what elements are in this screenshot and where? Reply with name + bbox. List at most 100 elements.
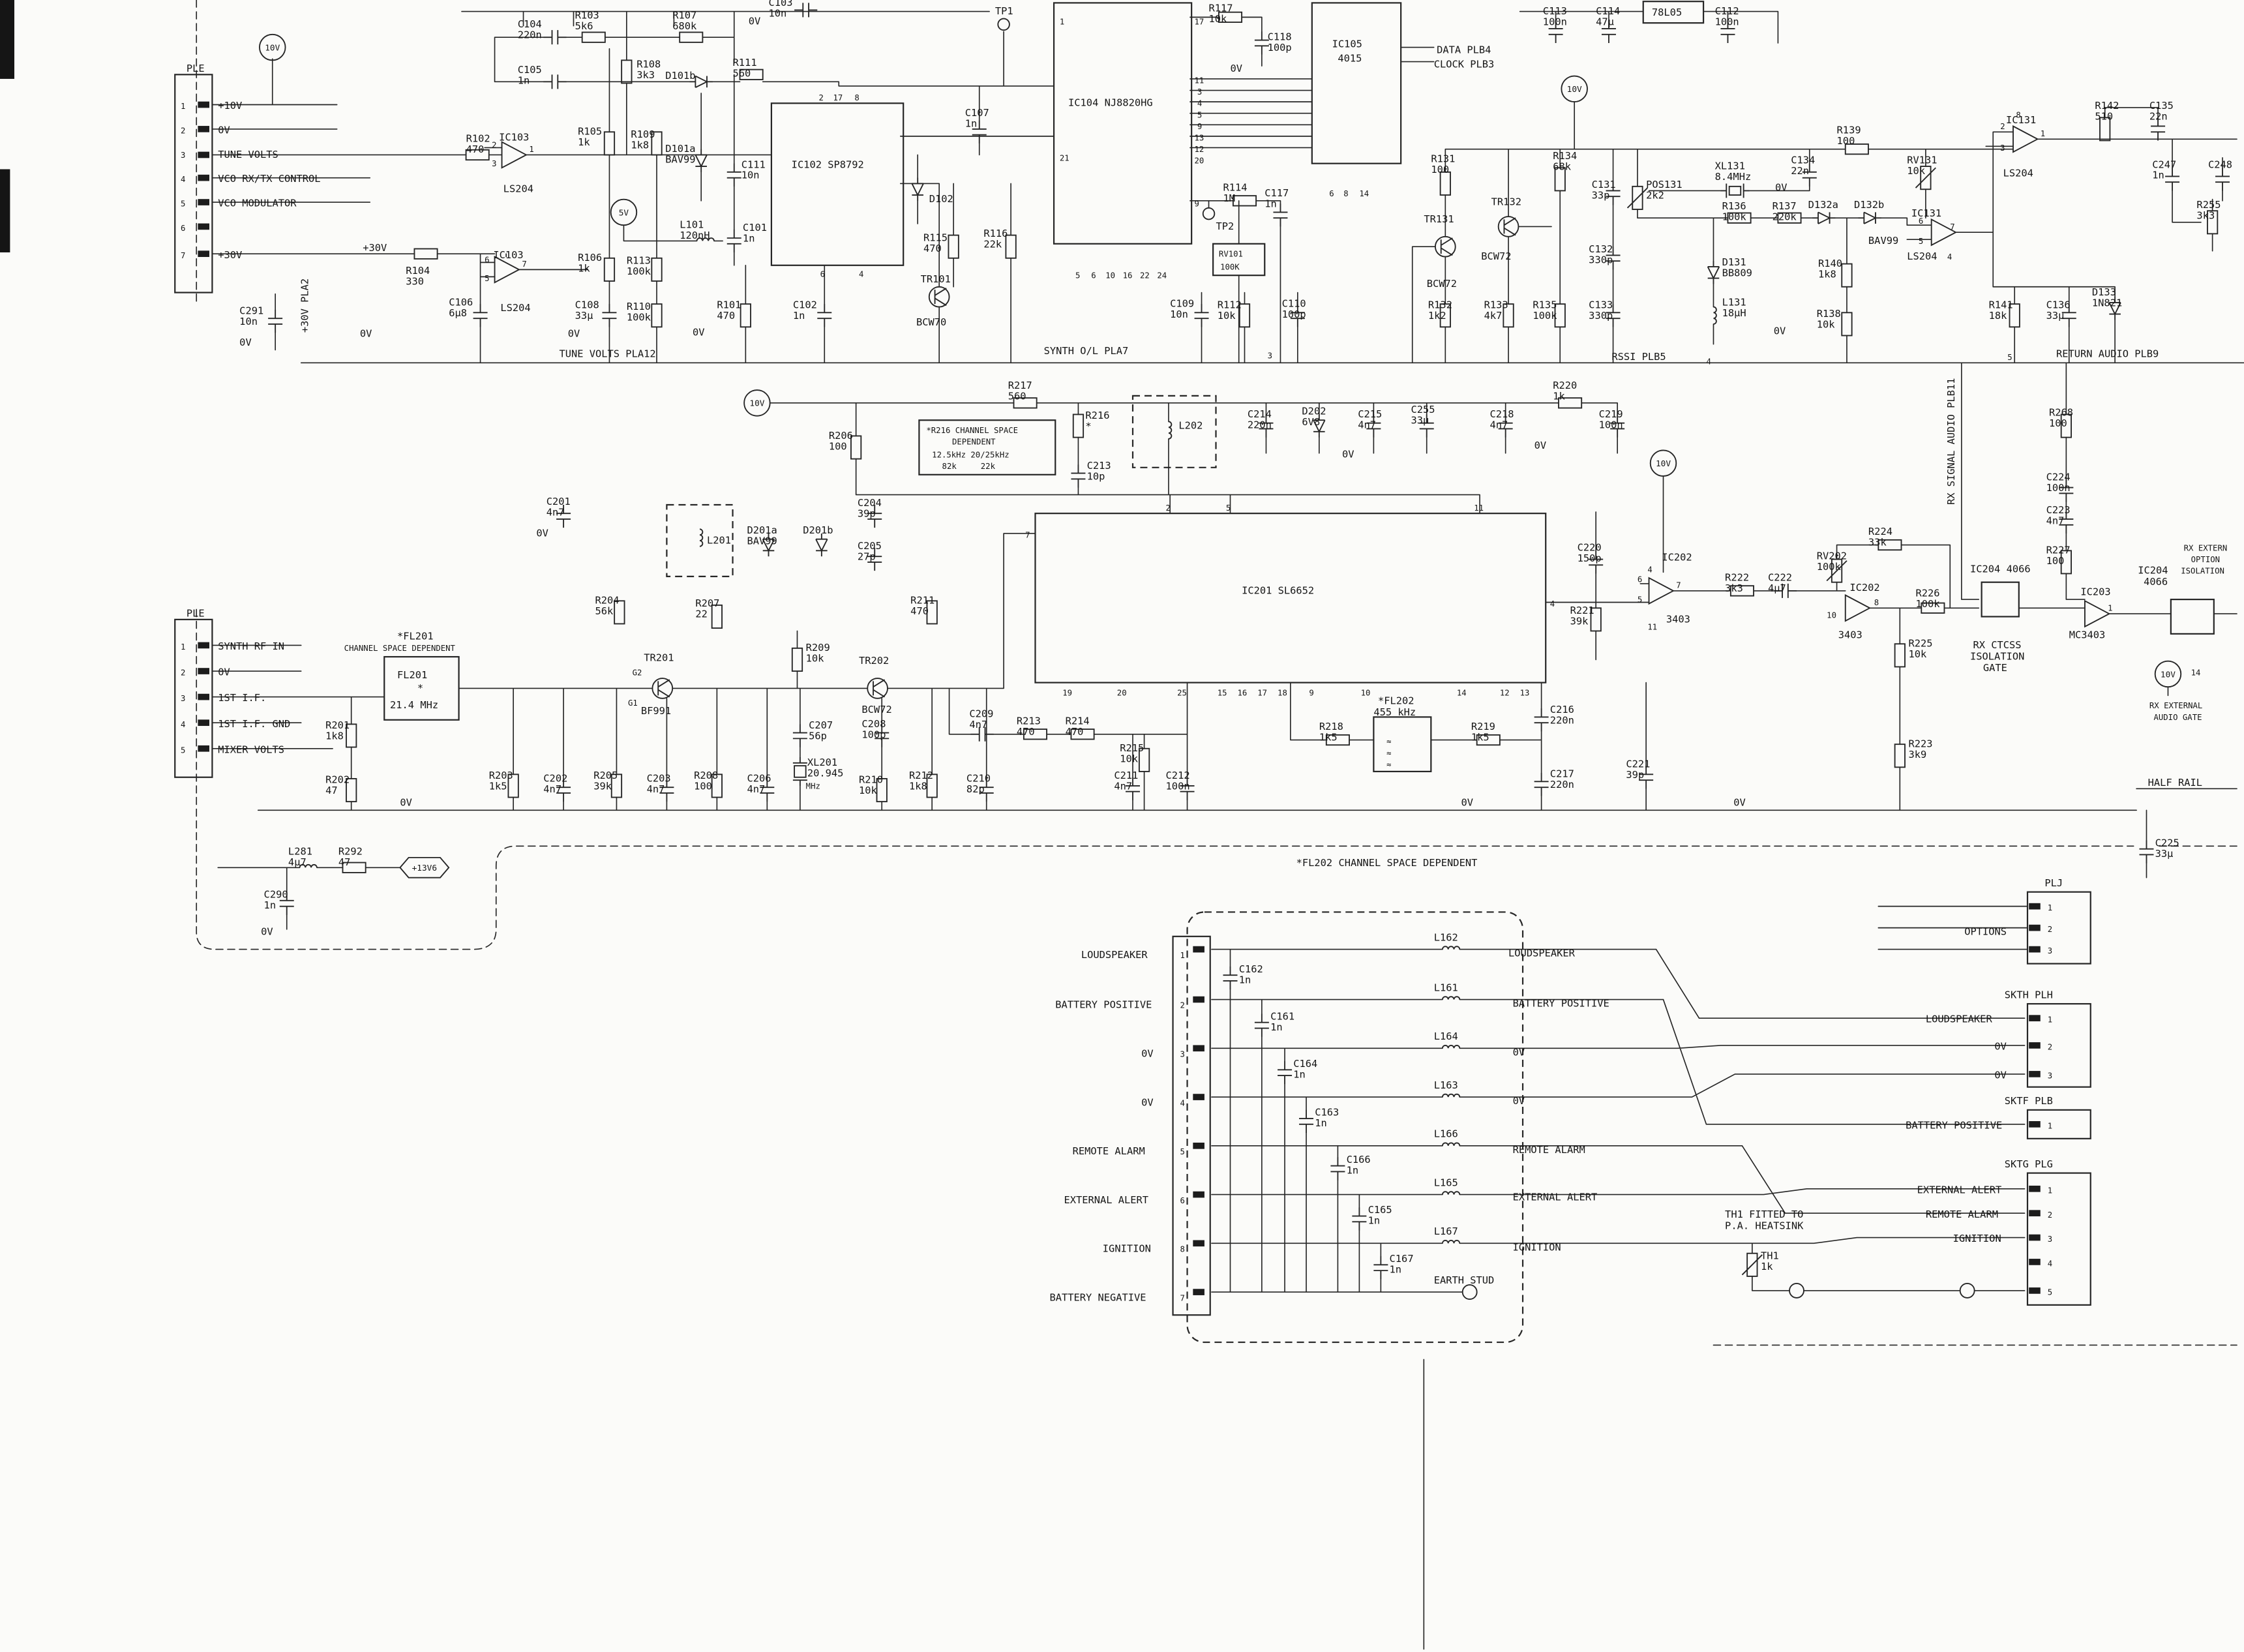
text-label: 1 <box>529 145 533 154</box>
svg-text:1n: 1n <box>264 899 277 911</box>
svg-text:R225: R225 <box>1908 638 1932 650</box>
text-label: PLJ <box>2044 877 2063 889</box>
connector-ring <box>1959 1282 1975 1299</box>
svg-text:C110: C110 <box>1282 298 1306 310</box>
connector-pin <box>2029 903 2041 910</box>
tr132 <box>1497 216 1519 237</box>
text-label: LS204 <box>503 183 533 195</box>
svg-text:1k: 1k <box>1761 1261 1773 1272</box>
text-label: BATTERY POSITIVE <box>1513 998 1609 1010</box>
text-label: 12 <box>1195 145 1204 154</box>
text-label: G2 <box>633 668 642 678</box>
text-label: 1 <box>2048 1015 2052 1025</box>
svg-text:100n: 100n <box>1166 780 1190 792</box>
d132a: D132a <box>1808 199 1838 224</box>
svg-text:D201a: D201a <box>747 524 777 536</box>
svg-text:33µ: 33µ <box>2155 848 2174 860</box>
text-label: 0V <box>1461 797 1473 809</box>
svg-text:470: 470 <box>1066 726 1084 738</box>
text-label: 12 <box>1500 688 1510 697</box>
svg-text:33µ: 33µ <box>1411 415 1429 427</box>
connector-pin <box>2029 1210 2041 1217</box>
svg-text:L161: L161 <box>1434 982 1458 993</box>
connector-pin <box>198 223 210 230</box>
text-label: 0V <box>536 527 548 539</box>
connector-pin <box>2029 1071 2041 1077</box>
connector-pin <box>198 693 210 700</box>
svg-text:5k6: 5k6 <box>575 20 593 32</box>
text-label: EXTERNAL ALERT <box>1513 1191 1598 1203</box>
svg-text:C163: C163 <box>1315 1107 1339 1119</box>
text-label: 5 <box>2007 353 2012 362</box>
connector-pin <box>1193 1142 1204 1149</box>
svg-text:1k2: 1k2 <box>1428 310 1446 322</box>
svg-text:1k8: 1k8 <box>325 730 344 742</box>
text-label: REMOTE ALARM <box>1926 1209 1998 1220</box>
text-label: 5 <box>181 745 185 755</box>
text-label: MIXER VOLTS <box>218 743 284 755</box>
text-label: 0V <box>1342 448 1354 460</box>
text-label: 0V <box>1513 1046 1525 1058</box>
text-label: IC202 <box>1849 582 1879 593</box>
text-label: *FL202 <box>1378 695 1414 707</box>
connector-pin <box>198 174 210 181</box>
svg-text:100k: 100k <box>1915 598 1940 610</box>
svg-text:R255: R255 <box>2196 199 2221 211</box>
scan-artifact <box>0 169 10 252</box>
svg-text:C205: C205 <box>858 540 882 552</box>
svg-text:100n: 100n <box>1543 16 1567 27</box>
text-label: 7 <box>522 260 526 269</box>
svg-text:R218: R218 <box>1319 721 1343 732</box>
text-label: 0V <box>1994 1069 2007 1081</box>
text-label: *FL201 <box>397 631 434 642</box>
text-label: EXTERNAL ALERT <box>1064 1194 1148 1206</box>
connector-pin <box>198 642 210 649</box>
text-label: +30V <box>218 249 242 261</box>
svg-text:TH1: TH1 <box>1761 1250 1779 1262</box>
text-label: 16 <box>1237 688 1247 697</box>
text-label: VCO MODULATOR <box>218 198 297 209</box>
text-label: 4 <box>1197 99 1202 108</box>
text-label: TR201 <box>644 652 674 664</box>
svg-text:100: 100 <box>1431 164 1449 175</box>
svg-text:C218: C218 <box>1489 408 1514 420</box>
r216-note-outline <box>918 419 1056 475</box>
svg-text:3k3: 3k3 <box>1725 582 1743 594</box>
text-label: 7 <box>1180 1293 1185 1302</box>
text-label: 2 <box>2000 122 2005 131</box>
svg-text:33p: 33p <box>1592 190 1610 202</box>
svg-text:1n: 1n <box>965 118 978 130</box>
text-label: 6 <box>1919 217 1923 226</box>
svg-text:470: 470 <box>910 605 929 617</box>
svg-text:D102: D102 <box>929 193 953 205</box>
svg-text:L201: L201 <box>707 534 731 546</box>
svg-text:R210: R210 <box>859 774 883 786</box>
svg-text:33µ: 33µ <box>575 310 593 322</box>
connector-pin <box>2029 1121 2041 1128</box>
text-label: TUNE VOLTS PLA12 <box>560 348 656 359</box>
svg-text:1M: 1M <box>1223 192 1236 204</box>
r216: R216* <box>1072 410 1109 438</box>
text-label: 4 <box>181 175 185 184</box>
d101b: D101b <box>665 70 713 88</box>
svg-text:R111: R111 <box>733 57 757 68</box>
text-label: 7 <box>1025 531 1030 540</box>
